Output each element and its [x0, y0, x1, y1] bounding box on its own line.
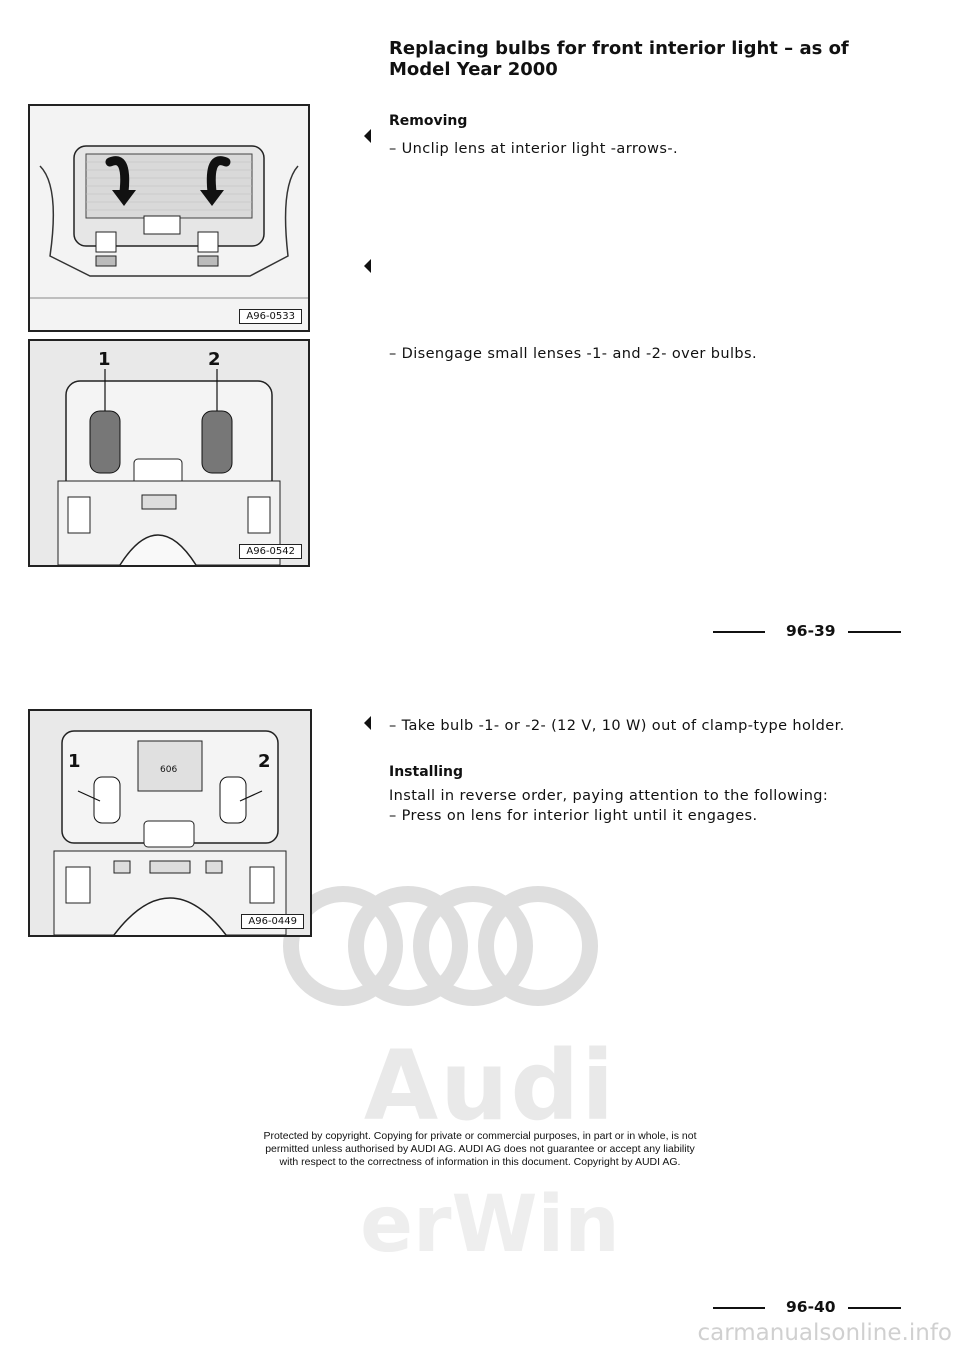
page-rule-right [848, 631, 901, 633]
figure-code: A96-0542 [239, 544, 302, 559]
callout-1: 1 [68, 751, 81, 772]
figure-small-lenses: 1 2 A96-0542 [28, 339, 310, 567]
step-marker-icon [364, 716, 371, 730]
site-footer-link[interactable]: carmanualsonline.info [697, 1320, 952, 1346]
page-title: Replacing bulbs for front interior light… [389, 38, 849, 80]
removing-step-2: – Disengage small lenses -1- and -2- ove… [389, 346, 757, 362]
erwin-watermark-text: erWin [360, 1180, 620, 1270]
audi-watermark-text: Audi [363, 1030, 617, 1142]
figure-bulb-removal: 1 2 606 A96-0449 [28, 709, 312, 937]
page-number: 96-39 [786, 622, 836, 640]
removing-step-1: – Unclip lens at interior light -arrows-… [389, 141, 678, 157]
page-rule-right [848, 1307, 901, 1309]
audi-rings-watermark [283, 886, 598, 1006]
removing-heading: Removing [389, 113, 468, 129]
removing-step-3: – Take bulb -1- or -2- (12 V, 10 W) out … [389, 718, 845, 734]
copyright-notice: Protected by copyright. Copying for priv… [220, 1130, 740, 1169]
bulb-removal-illustration [30, 711, 310, 935]
installing-heading: Installing [389, 764, 464, 780]
page-number: 96-40 [786, 1298, 836, 1316]
figure-code: A96-0533 [239, 309, 302, 324]
page-rule-left [713, 1307, 765, 1309]
copyright-line: with respect to the correctness of infor… [279, 1156, 681, 1168]
box-label: 606 [160, 765, 178, 775]
copyright-line: Protected by copyright. Copying for priv… [263, 1130, 697, 1142]
small-lenses-illustration [30, 341, 308, 565]
page-rule-left [713, 631, 765, 633]
callout-2: 2 [208, 349, 221, 370]
installing-intro: Install in reverse order, paying attenti… [389, 788, 829, 804]
callout-1: 1 [98, 349, 111, 370]
step-marker-icon [364, 129, 371, 143]
copyright-line: permitted unless authorised by AUDI AG. … [265, 1143, 695, 1155]
figure-code: A96-0449 [241, 914, 304, 929]
installing-step-1: – Press on lens for interior light until… [389, 808, 758, 824]
figure-interior-light-lens: A96-0533 [28, 104, 310, 332]
callout-2: 2 [258, 751, 271, 772]
step-marker-icon [364, 259, 371, 273]
interior-light-illustration [30, 106, 308, 330]
